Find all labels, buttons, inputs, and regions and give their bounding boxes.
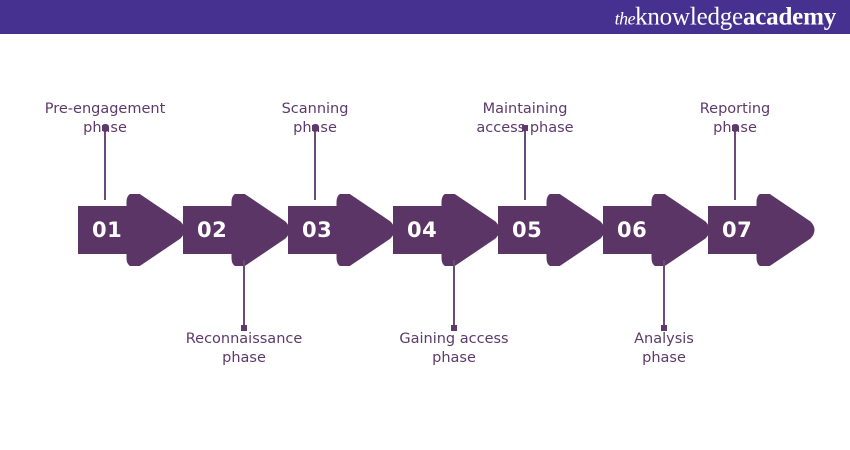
phase-label-07: Reporting phase bbox=[640, 100, 830, 137]
header-bar: theknowledgeacademy bbox=[0, 0, 850, 34]
phase-step-07: 07 Reporting phase bbox=[700, 34, 820, 450]
phase-label-06: Analysis phase bbox=[569, 330, 759, 367]
connector-line-03 bbox=[312, 125, 318, 200]
phase-step-05: 05 Maintaining access phase bbox=[476, 34, 610, 450]
phase-label-line-2: access phase bbox=[476, 119, 574, 136]
phase-label-line-2: phase bbox=[222, 349, 266, 366]
arrow-shape-06[interactable]: 06 bbox=[603, 194, 715, 266]
phase-label-line-1: Maintaining bbox=[482, 101, 568, 117]
connector-line-04 bbox=[451, 260, 457, 331]
logo-word-the: the bbox=[614, 8, 636, 29]
phase-label-line-1: Pre-engagement bbox=[44, 101, 166, 117]
arrow-shape-03[interactable]: 03 bbox=[288, 194, 400, 266]
arrow-shape-04[interactable]: 04 bbox=[393, 194, 505, 266]
phase-label-line-2: phase bbox=[642, 349, 686, 366]
phase-label-line-2: phase bbox=[713, 119, 757, 136]
phase-label-04: Gaining access phase bbox=[359, 330, 549, 367]
connector-dot bbox=[732, 125, 738, 131]
arrow-icon bbox=[183, 194, 290, 266]
arrow-icon bbox=[708, 194, 815, 266]
connector-dot bbox=[102, 125, 108, 131]
phase-step-01: 01 Pre-engagement phase bbox=[45, 34, 190, 450]
arrow-icon bbox=[498, 194, 605, 266]
connector-line-02 bbox=[241, 260, 247, 331]
connector-dot bbox=[451, 325, 457, 331]
arrow-icon bbox=[603, 194, 710, 266]
phase-label-line-1: Gaining access bbox=[399, 331, 509, 347]
theknowledgeacademy-logo: theknowledgeacademy bbox=[614, 3, 837, 31]
phase-label-line-2: phase bbox=[83, 119, 127, 136]
phase-label-03: Scanning phase bbox=[220, 100, 410, 137]
connector-line-05 bbox=[522, 125, 528, 200]
logo-word-academy: academy bbox=[742, 3, 836, 31]
arrow-shape-02[interactable]: 02 bbox=[183, 194, 295, 266]
phase-label-05: Maintaining access phase bbox=[430, 100, 620, 137]
connector-dot bbox=[241, 325, 247, 331]
phase-label-line-1: Reporting bbox=[699, 101, 771, 117]
arrow-shape-05[interactable]: 05 bbox=[498, 194, 610, 266]
arrow-shape-07[interactable]: 07 bbox=[708, 194, 820, 266]
phase-label-line-2: phase bbox=[432, 349, 476, 366]
connector-line-01 bbox=[102, 125, 108, 200]
phase-label-line-1: Analysis bbox=[634, 331, 694, 347]
connector-line-06 bbox=[661, 260, 667, 331]
logo-word-knowledge: knowledge bbox=[635, 3, 743, 31]
phase-label-line-2: phase bbox=[293, 119, 337, 136]
connector-dot bbox=[661, 325, 667, 331]
phase-step-03: 03 Scanning phase bbox=[282, 34, 400, 450]
phase-label-line-1: Scanning bbox=[281, 101, 349, 117]
arrow-icon bbox=[393, 194, 500, 266]
phase-label-line-1: Reconnaissance bbox=[185, 331, 303, 347]
connector-dot bbox=[522, 125, 528, 131]
connector-line-07 bbox=[732, 125, 738, 200]
arrow-icon bbox=[288, 194, 395, 266]
arrow-icon bbox=[78, 194, 185, 266]
connector-dot bbox=[312, 125, 318, 131]
arrow-shape-01[interactable]: 01 bbox=[78, 194, 190, 266]
phase-label-01: Pre-engagement phase bbox=[10, 100, 200, 137]
phase-label-02: Reconnaissance phase bbox=[149, 330, 339, 367]
